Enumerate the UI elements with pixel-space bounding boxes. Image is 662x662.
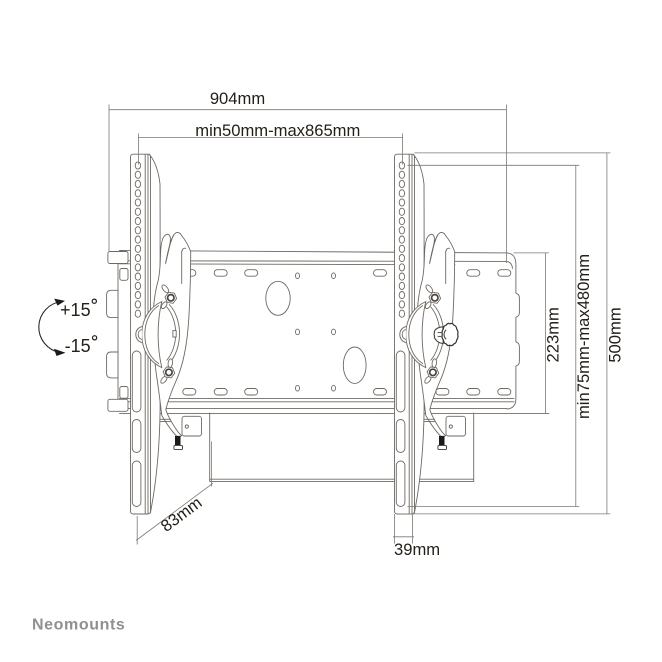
svg-text:+15: +15 [60, 300, 91, 320]
svg-text:223mm: 223mm [544, 307, 563, 362]
svg-text:min75mm-max480mm: min75mm-max480mm [574, 254, 593, 419]
svg-text:904mm: 904mm [210, 89, 265, 108]
svg-text:-15: -15 [65, 336, 91, 356]
svg-text:83mm: 83mm [157, 493, 205, 536]
svg-text:Neomounts: Neomounts [32, 616, 125, 633]
svg-text:39mm: 39mm [394, 540, 440, 559]
svg-text:500mm: 500mm [605, 307, 624, 362]
svg-text:min50mm-max865mm: min50mm-max865mm [195, 121, 360, 140]
